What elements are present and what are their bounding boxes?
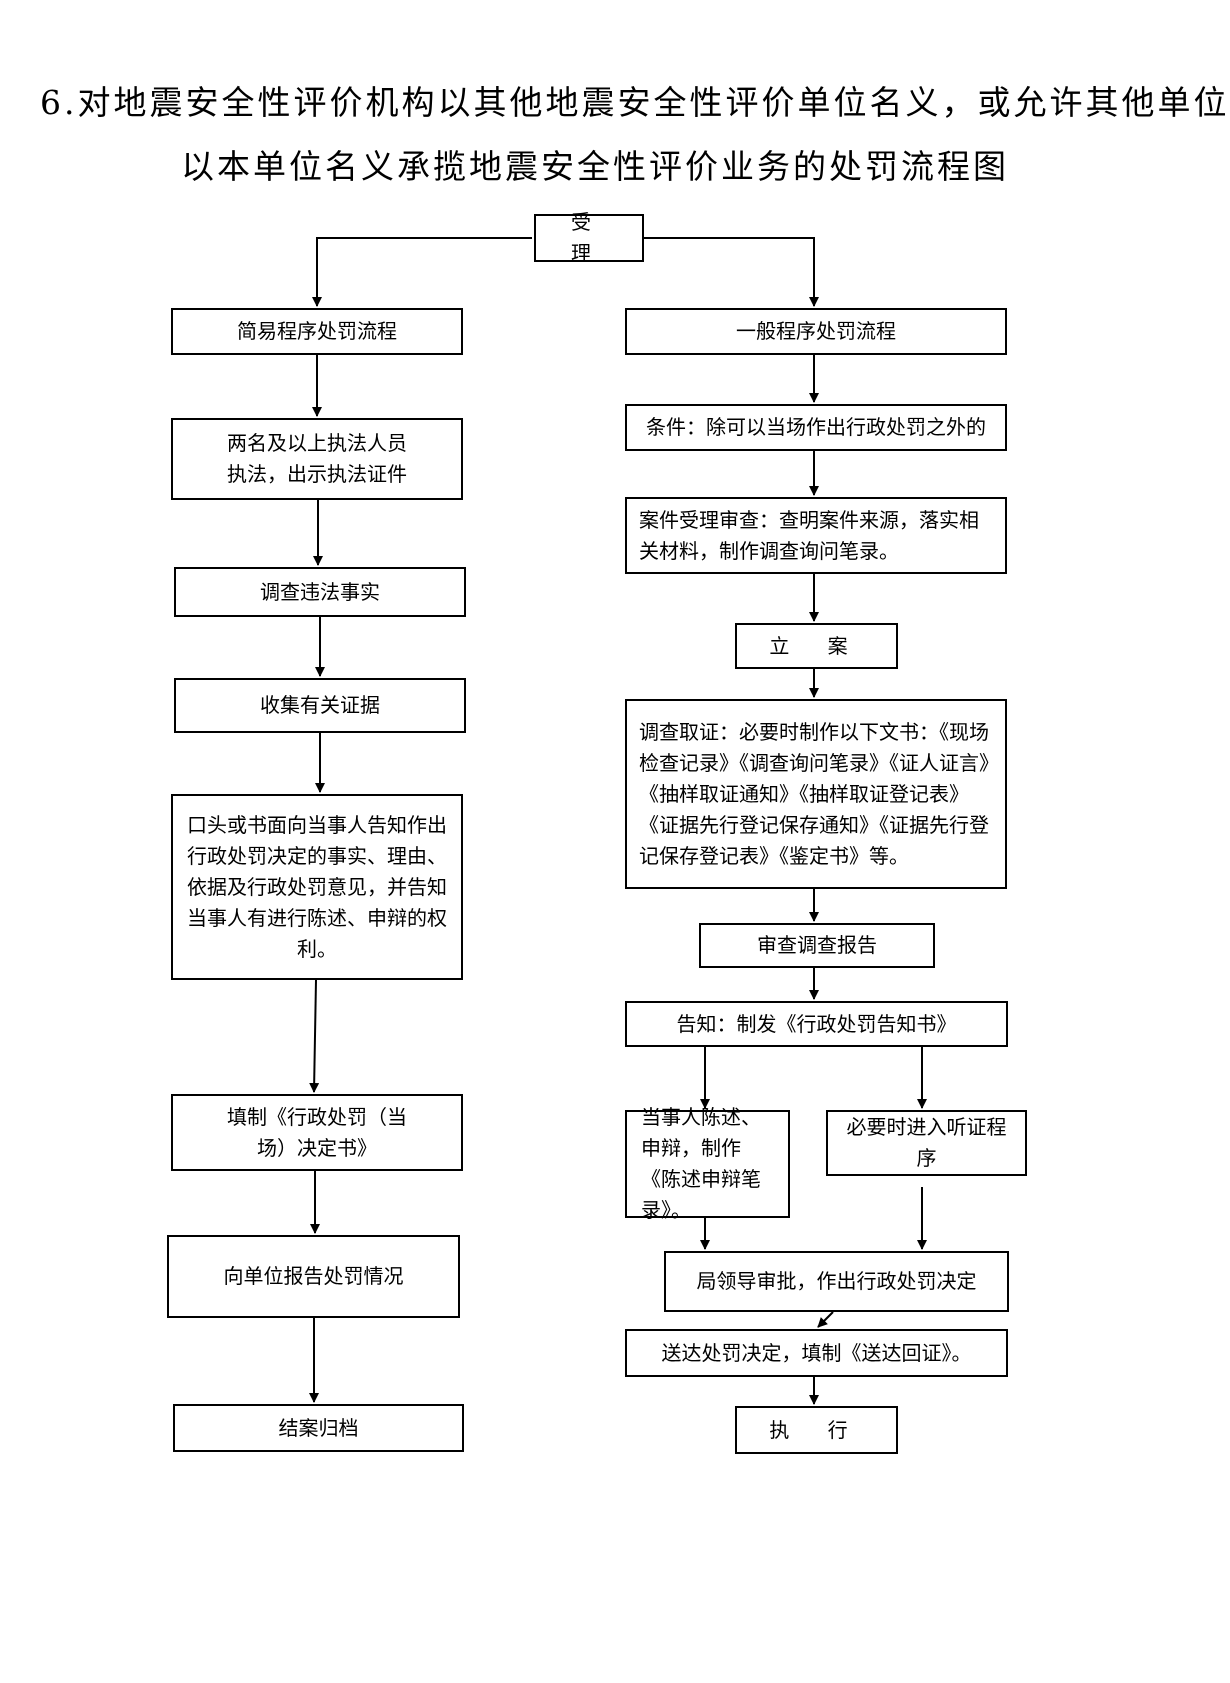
- notify-party-label: 口头或书面向当事人告知作出行政处罚决定的事实、理由、依据及行政处罚意见，并告知当…: [187, 812, 447, 961]
- statement-box: 当事人陈述、申辩，制作《陈述申辩笔录》。: [625, 1105, 790, 1222]
- notice-box: 告知：制发《行政处罚告知书》: [625, 1001, 1008, 1047]
- two-officers-box: 两名及以上执法人员执法，出示执法证件: [171, 418, 463, 500]
- condition-label: 条件：除可以当场作出行政处罚之外的: [646, 415, 986, 439]
- execute-box: 执 行: [735, 1406, 898, 1454]
- investigate-facts-label: 调查违法事实: [260, 579, 380, 604]
- connector-approval-to-serve: [817, 1311, 834, 1328]
- accept-label: 受 理: [571, 210, 607, 265]
- case-review-box: 案件受理审查：查明案件来源，落实相关材料，制作调查询问笔录。: [625, 497, 1007, 574]
- close-archive-label: 结案归档: [278, 1415, 359, 1440]
- leader-approval-box: 局领导审批，作出行政处罚决定: [664, 1251, 1009, 1312]
- fill-decision-label: 填制《行政处罚（当场）决定书》: [227, 1104, 407, 1160]
- review-report-label: 审查调查报告: [757, 933, 877, 957]
- connector-notify-to-fill: [309, 979, 320, 1093]
- title-line-1: 6.对地震安全性评价机构以其他地震安全性评价单位名义，或允许其他单位: [40, 83, 1230, 122]
- collect-evidence-label: 收集有关证据: [260, 693, 380, 717]
- accept-box: 受 理: [534, 210, 644, 265]
- connector-accept-to-simple: [312, 237, 532, 307]
- file-case-box: 立 案: [735, 623, 898, 669]
- execute-label: 执 行: [769, 1417, 864, 1442]
- general-procedure-box: 一般程序处罚流程: [625, 308, 1007, 355]
- connector-accept-to-general: [644, 237, 819, 307]
- collect-evidence-box: 收集有关证据: [174, 678, 466, 733]
- general-procedure-label: 一般程序处罚流程: [736, 319, 896, 343]
- simple-procedure-label: 简易程序处罚流程: [237, 319, 397, 343]
- close-archive-box: 结案归档: [173, 1404, 464, 1452]
- serve-decision-label: 送达处罚决定，填制《送达回证》。: [661, 1340, 972, 1365]
- serve-decision-box: 送达处罚决定，填制《送达回证》。: [625, 1329, 1008, 1377]
- title-line-2: 以本单位名义承揽地震安全性评价业务的处罚流程图: [181, 147, 1009, 186]
- review-report-box: 审查调查报告: [699, 923, 935, 968]
- simple-procedure-box: 简易程序处罚流程: [171, 308, 463, 355]
- report-unit-box: 向单位报告处罚情况: [167, 1235, 460, 1318]
- notify-party-box: 口头或书面向当事人告知作出行政处罚决定的事实、理由、依据及行政处罚意见，并告知当…: [171, 794, 463, 980]
- case-review-label: 案件受理审查：查明案件来源，落实相关材料，制作调查询问笔录。: [639, 507, 979, 563]
- hearing-label: 必要时进入听证程序: [846, 1115, 1007, 1170]
- gather-evidence-box: 调查取证：必要时制作以下文书：《现场检查记录》《调查询问笔录》《证人证言》《抽样…: [625, 699, 1007, 889]
- two-officers-label: 两名及以上执法人员执法，出示执法证件: [227, 431, 407, 486]
- leader-approval-label: 局领导审批，作出行政处罚决定: [696, 1269, 977, 1293]
- gather-evidence-label: 调查取证：必要时制作以下文书：《现场检查记录》《调查询问笔录》《证人证言》《抽样…: [639, 719, 989, 868]
- notice-label: 告知：制发《行政处罚告知书》: [676, 1011, 957, 1036]
- flow-connectors: [309, 237, 927, 1405]
- file-case-label: 立 案: [769, 633, 864, 658]
- hearing-box: 必要时进入听证程序: [826, 1110, 1027, 1176]
- condition-box: 条件：除可以当场作出行政处罚之外的: [625, 404, 1007, 451]
- fill-decision-box: 填制《行政处罚（当场）决定书》: [171, 1094, 463, 1171]
- statement-label: 当事人陈述、申辩，制作《陈述申辩笔录》。: [641, 1105, 761, 1222]
- report-unit-label: 向单位报告处罚情况: [223, 1264, 404, 1288]
- investigate-facts-box: 调查违法事实: [174, 567, 466, 617]
